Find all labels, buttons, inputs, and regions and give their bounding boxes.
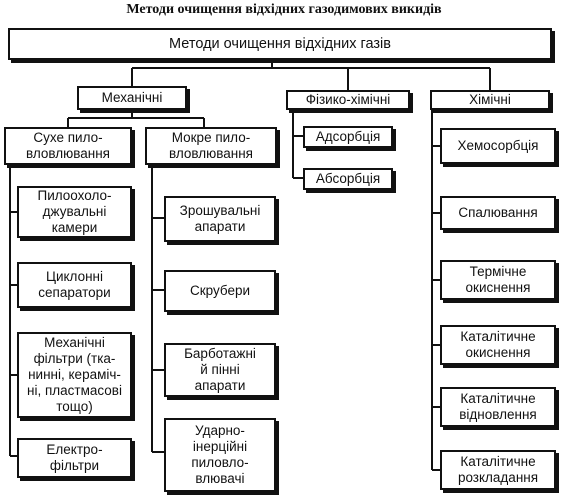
wet-item: Зрошувальні апарати: [164, 196, 276, 242]
root-box: Методи очищення відхідних газів: [8, 28, 552, 60]
wet-item: Ударно- інерційні пиловло- влювачі: [164, 418, 276, 492]
chemical-item: Хемосорбція: [440, 128, 556, 164]
group-mechanical: Механічні: [77, 86, 187, 110]
diagram-title: Методи очищення відхідних газодимових ви…: [126, 2, 442, 17]
physchem-item: Адсорбція: [303, 126, 393, 148]
group-chemical: Хімічні: [430, 90, 550, 110]
subgroup-wet: Мокре пило- вловлювання: [145, 127, 277, 165]
group-physchem: Фізико-хімічні: [286, 90, 410, 110]
dry-item: Циклонні сепаратори: [17, 262, 132, 308]
dry-item: Механічні фільтри (тка- нинні, кераміч- …: [17, 332, 132, 418]
wet-item: Скрубери: [164, 270, 276, 312]
chemical-item: Каталітичне окиснення: [440, 325, 556, 365]
wet-item: Барботажні й пінні апарати: [164, 343, 276, 397]
physchem-item: Абсорбція: [303, 168, 393, 190]
dry-item: Електро- фільтри: [17, 438, 132, 478]
subgroup-dry: Сухе пило- вловлювання: [4, 127, 132, 165]
chemical-item: Термічне окиснення: [440, 260, 556, 300]
chemical-item: Каталітичне відновлення: [440, 387, 556, 427]
chemical-item: Спалювання: [440, 196, 556, 230]
dry-item: Пилоохоло- джувальні камери: [17, 186, 132, 238]
chemical-item: Каталітичне розкладання: [440, 450, 556, 490]
